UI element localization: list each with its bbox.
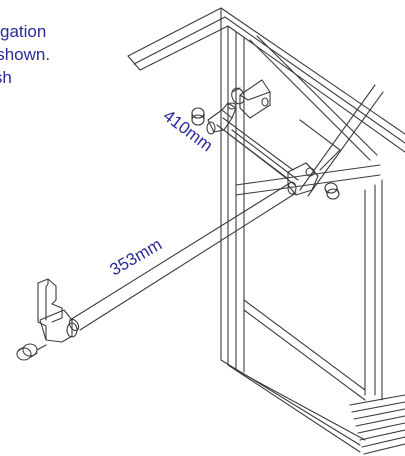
frame-top-rail — [133, 16, 405, 144]
frame-lower-rail — [243, 309, 366, 401]
frame-crossbar — [235, 174, 381, 196]
middle-cap — [324, 182, 340, 200]
frame-structure — [127, 7, 405, 455]
upper-cap — [191, 107, 205, 126]
lower-bracket — [37, 278, 78, 343]
middle-t-connector — [287, 162, 319, 196]
lower-rod-dimension-label: 353mm — [107, 235, 166, 280]
instruction-line: push — [0, 68, 12, 87]
upper-rod — [216, 117, 299, 186]
upper-t-connector — [206, 102, 237, 135]
instruction-text: gation s shown. push ack — [0, 20, 140, 112]
frame-brace — [256, 35, 378, 156]
lower-cap — [16, 343, 47, 361]
upper-bracket — [231, 79, 271, 119]
frame-crossbar — [235, 164, 381, 186]
frame-brace — [249, 39, 371, 161]
frame-lower-rail — [243, 299, 366, 391]
lower-rod — [68, 182, 297, 332]
instruction-line: s shown. — [0, 45, 51, 64]
instruction-line: gation — [0, 22, 47, 41]
frame-brace — [299, 84, 376, 191]
instruction-line: ack — [0, 89, 112, 112]
frame-brace — [307, 91, 384, 197]
